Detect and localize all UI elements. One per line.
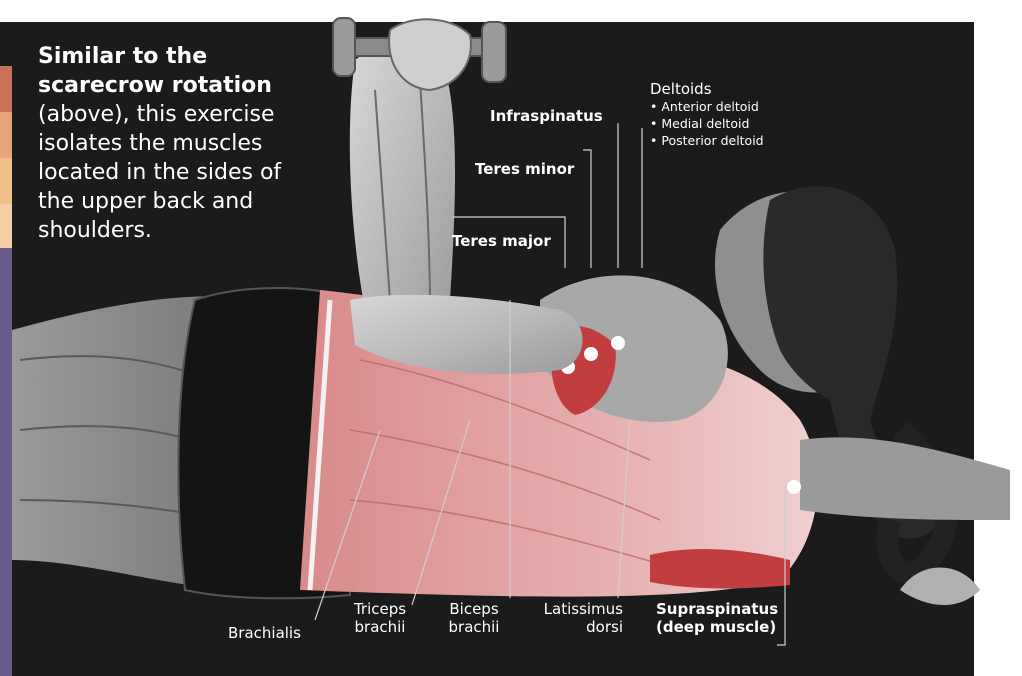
deltoid-posterior: • Posterior deltoid — [650, 132, 764, 149]
triceps-line-1: Triceps — [350, 600, 410, 618]
label-biceps: Biceps brachii — [444, 600, 504, 636]
label-brachialis: Brachialis — [228, 624, 301, 642]
biceps-line-1: Biceps — [444, 600, 504, 618]
color-strip-3 — [0, 158, 12, 204]
marker-infraspinatus — [611, 336, 625, 350]
label-infraspinatus: Infraspinatus — [490, 107, 603, 125]
supraspinatus-line-2: (deep muscle) — [656, 618, 778, 636]
marker-supraspinatus — [787, 480, 801, 494]
dumbbell-left-weight — [333, 18, 355, 76]
latissimus-line-1: Latissimus — [535, 600, 623, 618]
intro-bold: Similar to the scarecrow rotation — [38, 44, 272, 98]
label-teres-minor: Teres minor — [475, 160, 574, 178]
deltoid-anterior: • Anterior deltoid — [650, 98, 764, 115]
supraspinatus-line-1: Supraspinatus — [656, 600, 778, 618]
latissimus-line-2: dorsi — [535, 618, 623, 636]
label-supraspinatus: Supraspinatus (deep muscle) — [656, 600, 778, 636]
deltoid-medial: • Medial deltoid — [650, 115, 764, 132]
intro-text: Similar to the scarecrow rotation (above… — [38, 42, 298, 245]
biceps-line-2: brachii — [444, 618, 504, 636]
intro-body: (above), this exercise isolates the musc… — [38, 102, 281, 243]
triceps-line-2: brachii — [350, 618, 410, 636]
color-strip-1 — [0, 66, 12, 112]
label-triceps: Triceps brachii — [350, 600, 410, 636]
dumbbell-right-weight — [482, 22, 506, 82]
label-deltoids: Deltoids • Anterior deltoid • Medial del… — [650, 80, 764, 149]
color-strip-4 — [0, 204, 12, 248]
deltoids-title: Deltoids — [650, 80, 764, 98]
marker-teres-minor — [584, 347, 598, 361]
color-strip-5 — [0, 248, 12, 676]
label-latissimus: Latissimus dorsi — [535, 600, 623, 636]
color-strip-2 — [0, 112, 12, 158]
label-teres-major: Teres major — [452, 232, 551, 250]
lower-arm — [800, 437, 1010, 520]
